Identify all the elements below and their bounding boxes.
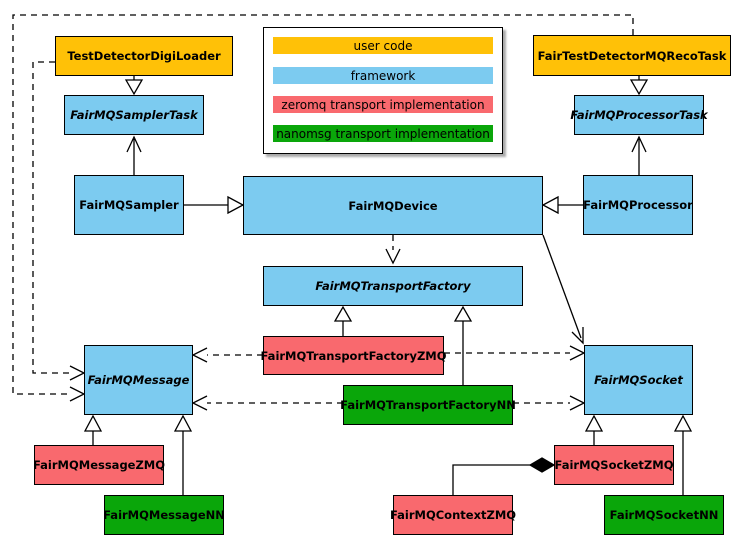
legend-item-nanomsg: nanomsg transport implementation [273,125,493,142]
legend-item-label: user code [353,38,413,53]
node-fairmq-socket-zmq: FairMQSocketZMQ [554,445,674,485]
legend-item-label: nanomsg transport implementation [276,126,490,141]
edge-factorynn-transportfactory [453,305,473,385]
node-fairmq-message: FairMQMessage [84,345,193,415]
edge-factoryzmq-socket-dependency [444,345,586,361]
node-fairmq-transport-factory: FairMQTransportFactory [263,266,523,306]
edge-messagezmq-message [83,414,103,445]
node-fair-test-detector-mq-reco-task: FairTestDetectorMQRecoTask [533,35,731,76]
legend: user code framework zeromq transport imp… [263,27,503,154]
legend-item-user-code: user code [273,37,493,54]
edge-processor-processortask [631,135,647,175]
edge-factoryzmq-message-dependency [191,347,263,363]
edge-device-transportfactory-dependency [385,235,401,265]
edge-sampler-samplertask [126,135,142,175]
node-fairmq-message-zmq: FairMQMessageZMQ [33,445,165,485]
legend-item-label: framework [350,68,416,83]
legend-item-framework: framework [273,67,493,84]
edge-factorynn-message-dependency [191,395,343,411]
node-fairmq-socket: FairMQSocket [584,345,693,415]
edge-digiloader-samplertask [124,76,144,96]
node-test-detector-digi-loader: TestDetectorDigiLoader [55,36,233,76]
node-fairmq-message-nn: FairMQMessageNN [103,495,225,535]
edge-contextzmq-socketzmq-composition [452,457,556,495]
edge-factorynn-socket-dependency [513,395,586,411]
node-fairmq-sampler-task: FairMQSamplerTask [64,95,204,135]
edge-socketnn-socket [673,414,693,495]
edge-processor-device [541,195,583,215]
legend-item-zeromq: zeromq transport implementation [273,96,493,113]
edge-messagenn-message [173,414,193,495]
legend-item-label: zeromq transport implementation [281,97,485,112]
node-fairmq-processor: FairMQProcessor [583,175,693,235]
node-fairmq-device: FairMQDevice [243,176,543,235]
edge-recotask-processortask [629,76,649,96]
node-fairmq-transport-factory-nn: FairMQTransportFactoryNN [340,385,516,425]
node-fairmq-socket-nn: FairMQSocketNN [604,495,724,535]
edge-device-socket [542,234,584,345]
node-fairmq-context-zmq: FairMQContextZMQ [390,495,516,535]
edge-factoryzmq-transportfactory [333,305,353,336]
edge-socketzmq-socket [584,414,604,445]
node-fairmq-processor-task: FairMQProcessorTask [570,95,708,135]
node-fairmq-transport-factory-zmq: FairMQTransportFactoryZMQ [261,336,447,375]
edge-sampler-device [184,195,245,215]
node-fairmq-sampler: FairMQSampler [74,175,184,235]
